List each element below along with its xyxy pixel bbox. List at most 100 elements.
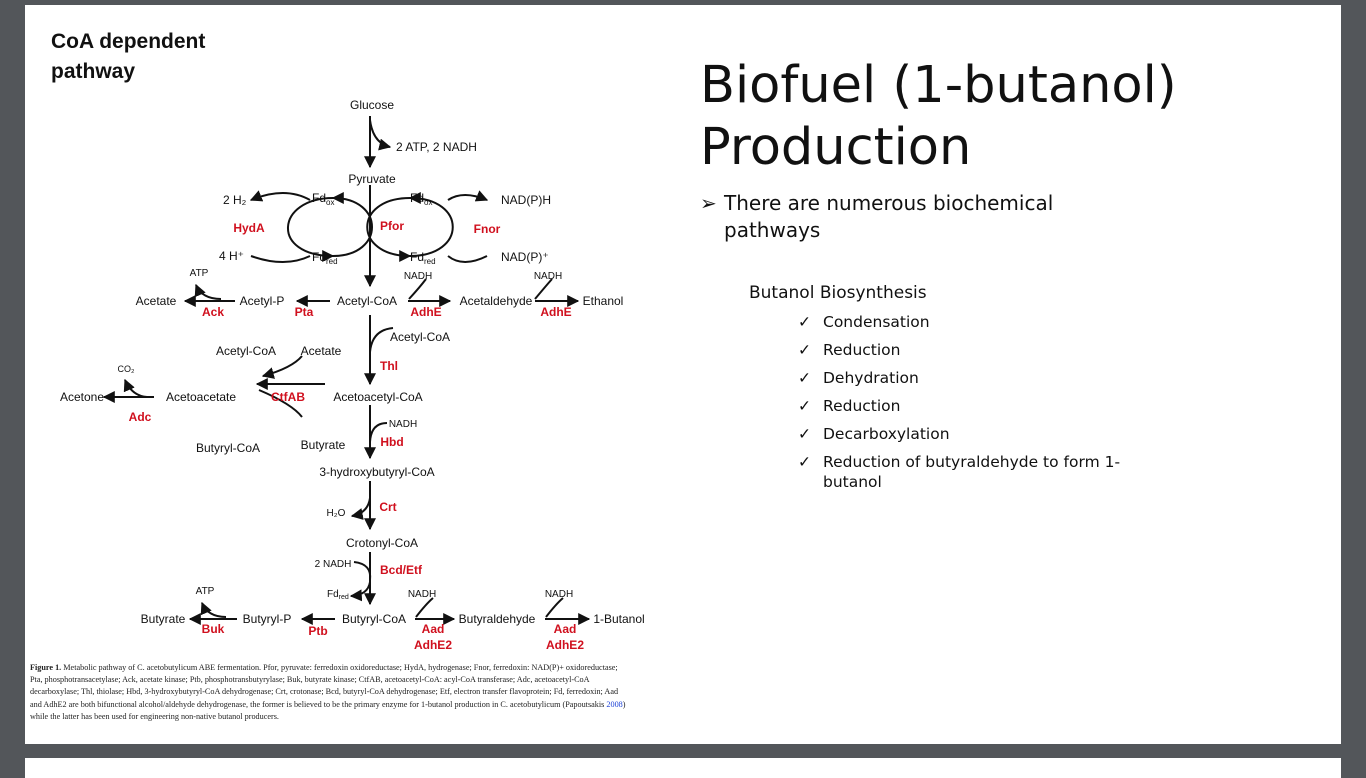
metabolite-label: NAD(P)⁺ xyxy=(501,250,549,264)
arc-fd-right-outer xyxy=(408,192,454,257)
metabolite-label: Butyrate xyxy=(141,612,186,626)
metabolite-label: Acetate xyxy=(136,294,177,308)
metabolite-label: Crotonyl-CoA xyxy=(346,536,418,550)
checkmark-icon: ✓ xyxy=(798,341,811,359)
checkmark-icon: ✓ xyxy=(798,453,811,471)
metabolite-label: Acetone xyxy=(60,390,104,404)
cofactor-label: ATP xyxy=(190,268,209,279)
pathway-heading: CoA dependent pathway xyxy=(51,27,205,87)
main-bullet: ➢ There are numerous biochemical pathway… xyxy=(700,190,1120,244)
arc-fd-right-inner xyxy=(366,197,412,262)
caption-text-tail: ) while the latter has been used for eng… xyxy=(30,699,626,721)
metabolite-label: Acetyl-CoA xyxy=(216,344,276,358)
metabolite-label: Acetaldehyde xyxy=(460,294,533,308)
svg-text:Fdred: Fdred xyxy=(327,589,349,601)
subscript: red xyxy=(424,257,436,266)
enzyme-label: Aad xyxy=(554,622,577,636)
cofactor-label: NADH xyxy=(534,271,562,282)
arc-nadh-aad-1 xyxy=(415,597,434,618)
subscript: ox xyxy=(326,198,334,207)
arc-atp-acetate xyxy=(194,283,222,300)
cofactor-label: NADH xyxy=(545,589,573,600)
cofactor-label: H₂O xyxy=(327,508,346,519)
list-item: ✓ Reduction xyxy=(798,340,1178,360)
step-text: Condensation xyxy=(823,313,930,331)
cofactor-label: 2 NADH xyxy=(315,559,352,570)
arc-nadph xyxy=(447,190,489,202)
step-text: Reduction xyxy=(823,397,901,415)
metabolite-label: Butyraldehyde xyxy=(459,612,536,626)
metabolite-label: Butyrate xyxy=(301,438,346,452)
metabolite-label: NAD(P)H xyxy=(501,193,551,207)
enzyme-label: Hbd xyxy=(380,435,403,449)
cofactor-label: CO₂ xyxy=(118,364,136,374)
caption-label: Figure 1. xyxy=(30,663,62,672)
arc-hplus xyxy=(250,255,311,263)
metabolite-label: Butyryl-CoA xyxy=(342,612,406,626)
subscript: red xyxy=(339,594,349,601)
arc-nadh-aad-2 xyxy=(545,597,564,618)
list-item: ✓ Reduction xyxy=(798,396,1178,416)
caption-reference-link[interactable]: 2008 xyxy=(606,699,623,709)
cofactor-label: NADH xyxy=(389,419,417,430)
metabolite-label: Acetoacetate xyxy=(166,390,236,404)
checkmark-icon: ✓ xyxy=(798,397,811,415)
slide: CoA dependent pathway xyxy=(25,5,1341,744)
metabolite-label: 4 H⁺ xyxy=(219,249,244,263)
metabolite-label: Fd xyxy=(410,250,424,264)
next-slide-edge xyxy=(25,758,1341,778)
enzyme-label: Adc xyxy=(129,410,152,424)
svg-text:Fdox: Fdox xyxy=(312,191,334,207)
pathway-heading-line: CoA dependent xyxy=(51,30,206,53)
enzyme-label: HydA xyxy=(233,221,265,235)
arc-h2o xyxy=(350,497,371,520)
step-text: Reduction xyxy=(823,341,901,359)
cofactor-label: NADH xyxy=(408,589,436,600)
cofactor-label: ATP xyxy=(196,586,215,597)
enzyme-label: Thl xyxy=(380,359,398,373)
arc-fd-center xyxy=(331,192,373,257)
metabolite-label: Glucose xyxy=(350,98,394,112)
enzyme-label: Crt xyxy=(379,500,396,514)
metabolite-label: Acetyl-CoA xyxy=(337,294,397,308)
metabolite-label: Acetoacetyl-CoA xyxy=(333,390,422,404)
metabolite-label: Pyruvate xyxy=(348,172,396,186)
metabolite-label: Acetyl-CoA xyxy=(390,330,450,344)
metabolite-label: Ethanol xyxy=(583,294,624,308)
arc-acetylcoa-thl xyxy=(369,327,394,353)
arc-fd-bcd xyxy=(349,581,371,602)
enzyme-label: Pfor xyxy=(380,219,404,233)
subscript: red xyxy=(326,257,338,266)
metabolite-label: Butyryl-P xyxy=(243,612,292,626)
arc-butyrate-ctfab xyxy=(258,389,303,418)
arc-nadh-hbd xyxy=(369,422,388,443)
arc-co2 xyxy=(123,378,148,398)
enzyme-label: Buk xyxy=(202,622,225,636)
step-list: ✓Condensation ✓Reduction ✓Dehydration ✓R… xyxy=(798,312,1178,500)
pathway-heading-line: pathway xyxy=(51,60,136,83)
svg-text:Fdred: Fdred xyxy=(312,250,338,266)
metabolite-label: Fd xyxy=(410,191,424,205)
enzyme-label: Pta xyxy=(295,305,314,319)
enzyme-label: Ptb xyxy=(308,624,327,638)
arc-atp-buk xyxy=(200,601,227,618)
checkmark-icon: ✓ xyxy=(798,425,811,443)
slide-title-line: Production xyxy=(700,118,972,177)
enzyme-label: Fnor xyxy=(474,222,501,236)
checkmark-icon: ✓ xyxy=(798,313,811,331)
svg-text:Fdox: Fdox xyxy=(410,191,432,207)
figure-caption: Figure 1. Metabolic pathway of C. acetob… xyxy=(30,662,630,723)
metabolite-label: Butyryl-CoA xyxy=(196,441,260,455)
enzyme-label: AdhE2 xyxy=(546,638,584,652)
cofactor-label: NADH xyxy=(404,271,432,282)
enzyme-label: AdhE2 xyxy=(414,638,452,652)
enzyme-label: Ack xyxy=(202,305,224,319)
arrow-atp-nadh xyxy=(369,119,392,151)
pathway-diagram: Glucose 2 ATP, 2 NADH Pyruvate 2 H₂ 4 H⁺… xyxy=(60,98,645,652)
arc-nadh-adhe-2 xyxy=(534,278,553,300)
cofactor-label: Fd xyxy=(327,589,339,600)
metabolite-label: Acetyl-P xyxy=(240,294,285,308)
list-item: ✓Decarboxylation xyxy=(798,424,1178,444)
enzyme-label: CtfAB xyxy=(271,390,305,404)
enzyme-label: AdhE xyxy=(540,305,571,319)
